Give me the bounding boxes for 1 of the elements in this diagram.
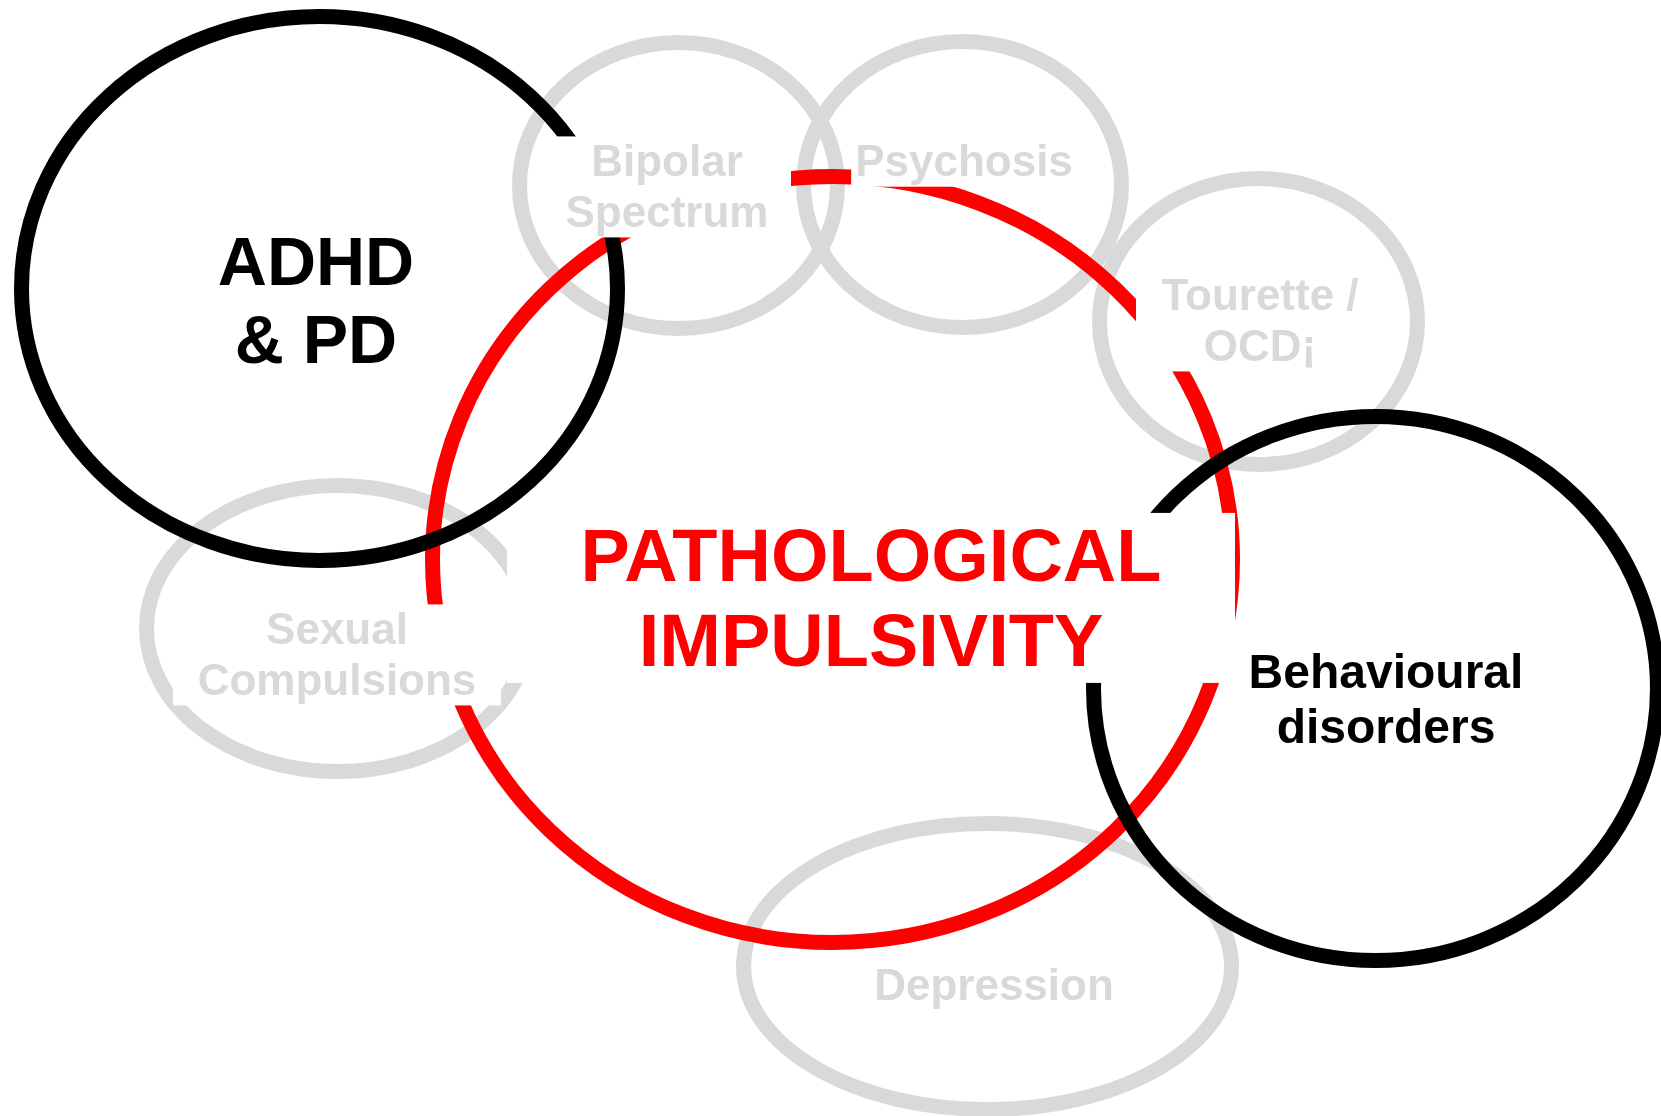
- ellipse-label: PATHOLOGICAL IMPULSIVITY: [507, 512, 1235, 684]
